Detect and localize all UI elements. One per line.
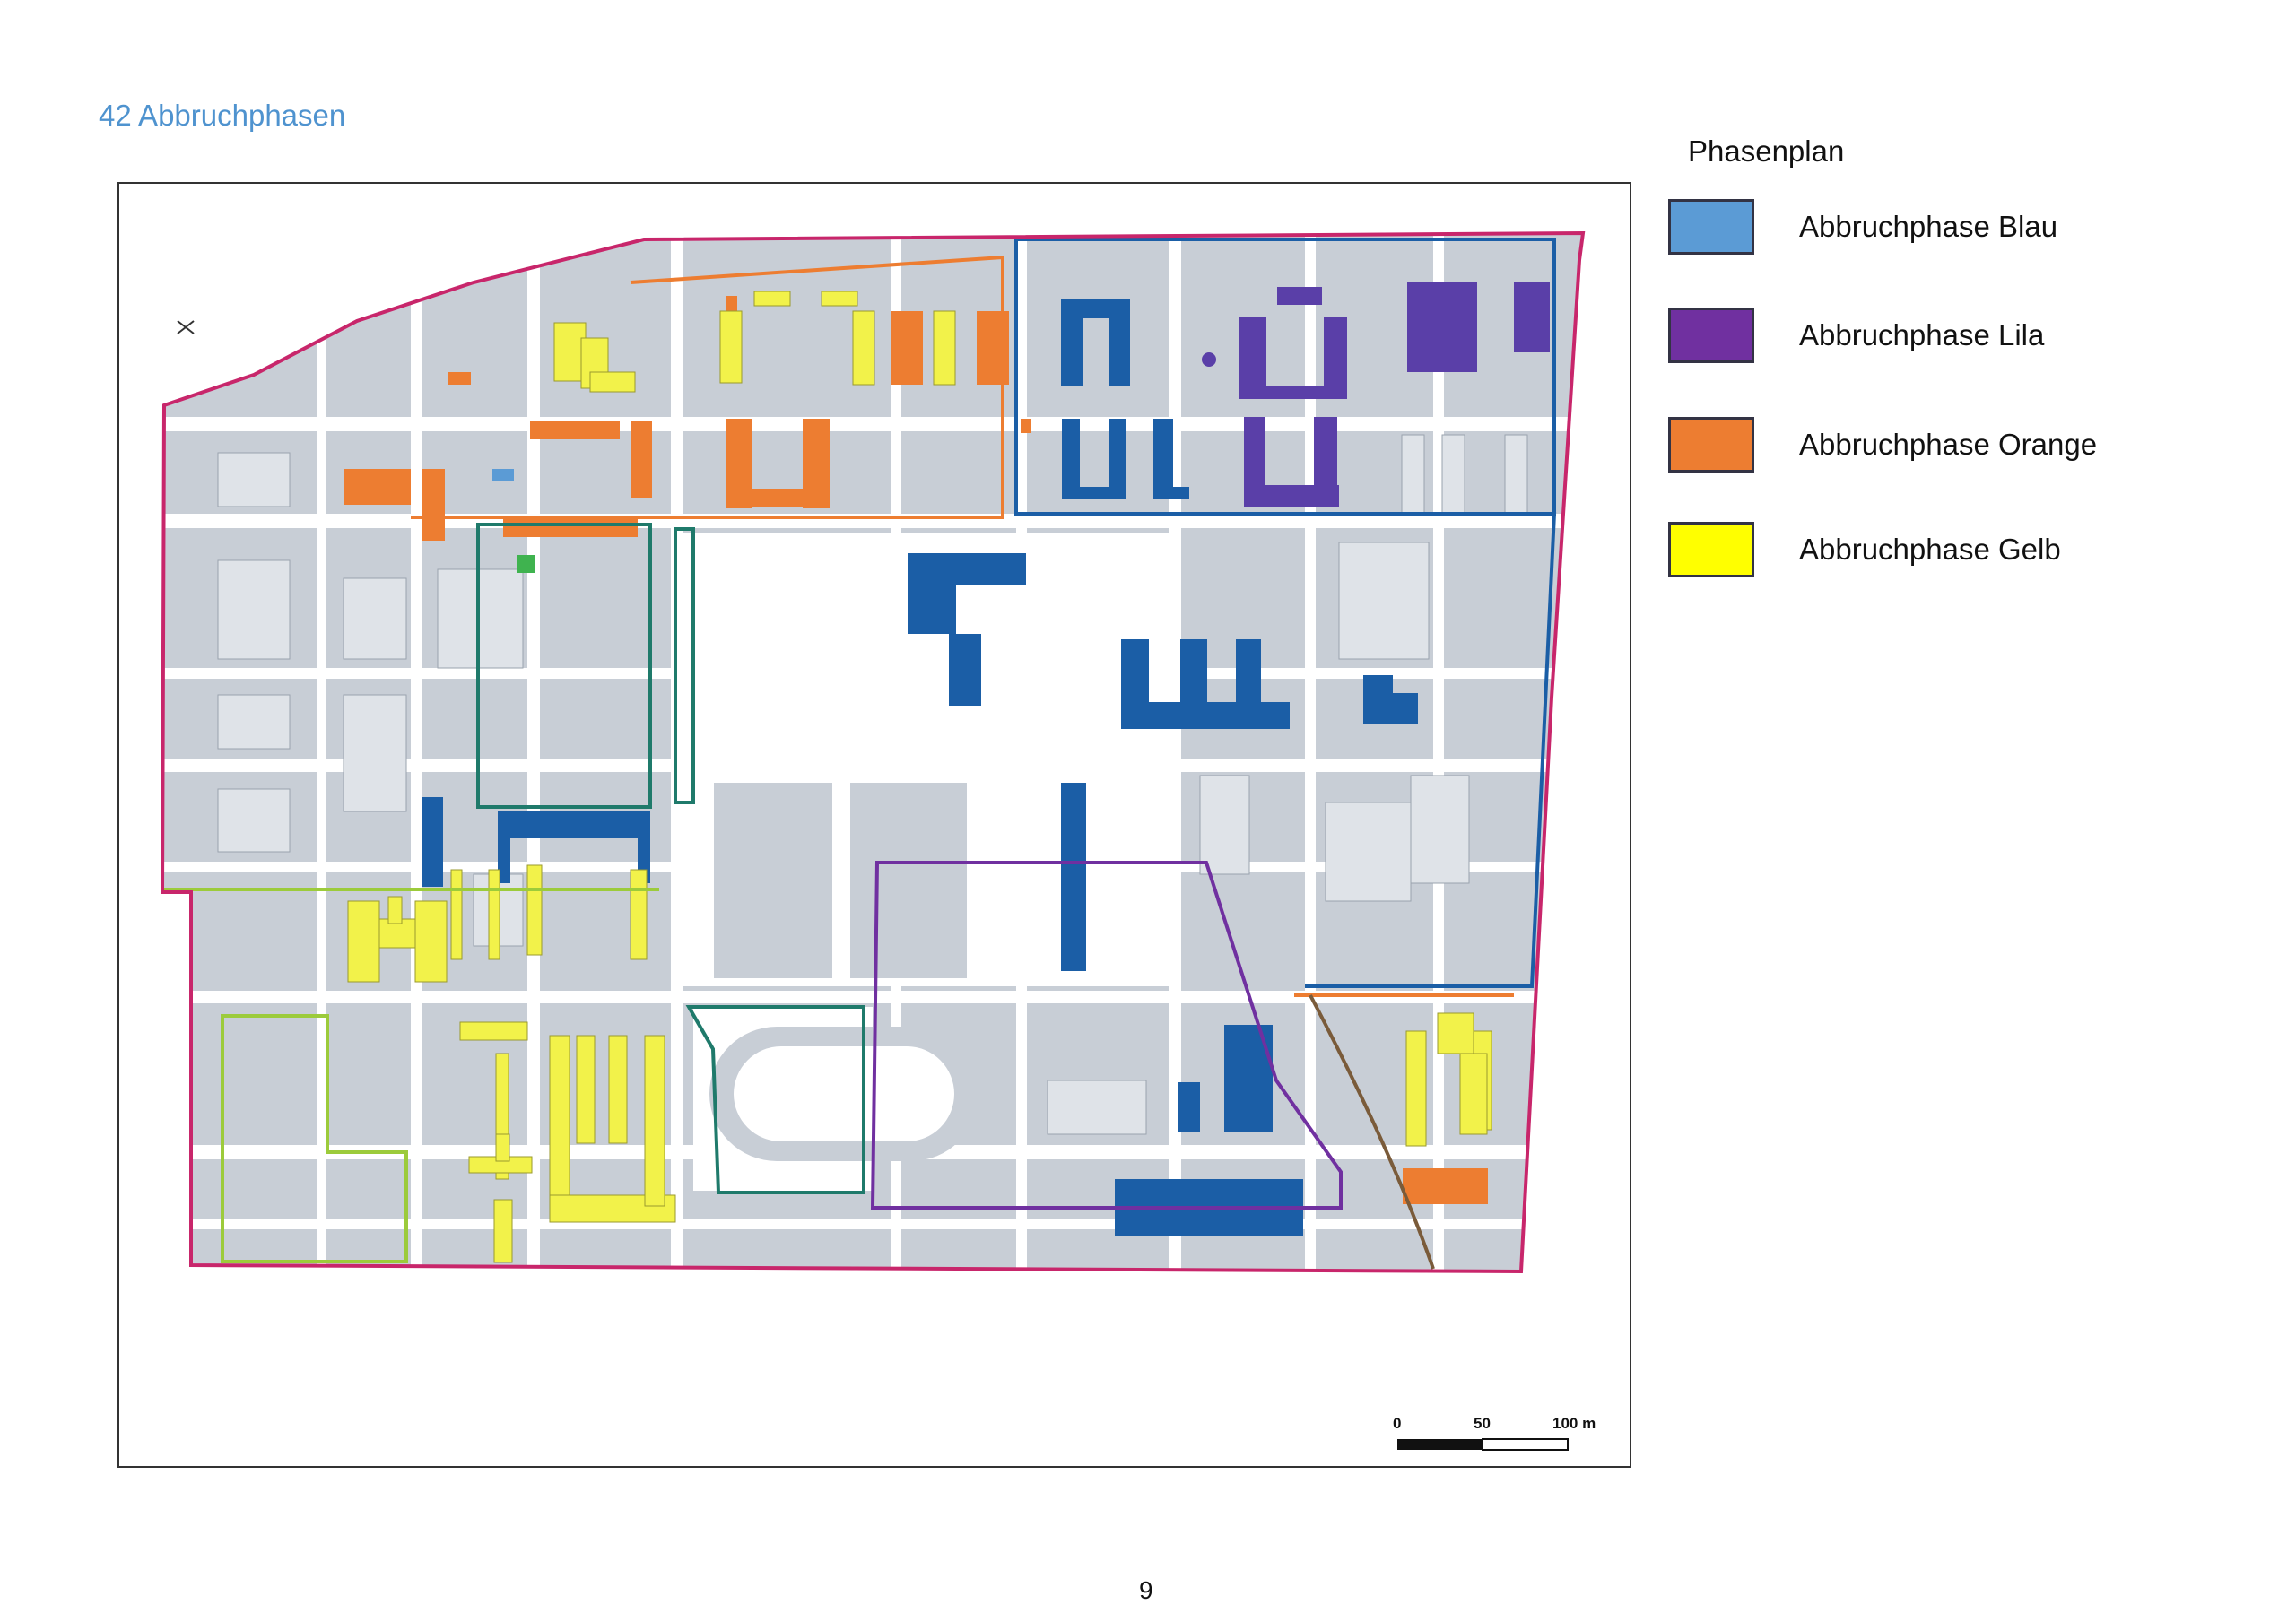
phase-green-building <box>517 555 535 573</box>
outline-teal-stadium <box>685 1005 865 1194</box>
scale-tick-100m: 100 m <box>1552 1415 1596 1432</box>
legend-item-lila: Abbruchphase Lila <box>1668 308 2206 367</box>
phase-orange-buildings <box>344 296 1488 1204</box>
phase-yellow-buildings <box>347 291 1492 1263</box>
legend-swatch-blau <box>1668 199 1754 255</box>
outline-orange-north <box>411 255 1004 519</box>
legend-swatch-lila <box>1668 308 1754 363</box>
legend-swatch-gelb <box>1668 522 1754 577</box>
page-number: 9 <box>1139 1576 1153 1604</box>
site-map-canvas: 0 50 100 m <box>160 230 1596 1451</box>
scale-tick-0: 0 <box>1393 1415 1401 1432</box>
phase-purple-buildings <box>1202 282 1550 507</box>
legend-item-blau: Abbruchphase Blau <box>1668 199 2206 258</box>
scale-tick-50: 50 <box>1474 1415 1491 1432</box>
legend-label-lila: Abbruchphase Lila <box>1799 318 2045 351</box>
outline-purple-south <box>870 861 1343 1210</box>
legend-swatch-orange <box>1668 417 1754 473</box>
outline-teal-strip <box>674 527 695 804</box>
cross-icon <box>177 320 195 334</box>
site-boundary <box>160 230 1586 1274</box>
legend-item-orange: Abbruchphase Orange <box>1668 417 2206 476</box>
scale-bar: 0 50 100 m <box>1393 1415 1596 1451</box>
outline-green-southwest <box>221 1014 408 1263</box>
phase-blue-buildings <box>422 299 1418 1236</box>
sports-hall-a <box>714 783 832 978</box>
outline-teal-block <box>476 523 652 809</box>
stadium-field <box>734 1046 954 1141</box>
sports-hall-b <box>850 783 967 978</box>
legend-label-blau: Abbruchphase Blau <box>1799 210 2058 243</box>
outline-gradient-east <box>1309 994 1435 1270</box>
legend-label-gelb: Abbruchphase Gelb <box>1799 533 2061 566</box>
existing-buildings <box>217 434 1528 1135</box>
phase-lightblue-building <box>492 469 514 481</box>
page-heading: 42 Abbruchphasen <box>99 99 346 132</box>
legend-item-gelb: Abbruchphase Gelb <box>1668 522 2206 581</box>
outline-blue-east <box>1169 512 1557 988</box>
legend-title: Phasenplan <box>1688 134 1845 168</box>
legend-label-orange: Abbruchphase Orange <box>1799 428 2098 461</box>
site-map[interactable]: 0 50 100 m <box>117 182 1631 1468</box>
